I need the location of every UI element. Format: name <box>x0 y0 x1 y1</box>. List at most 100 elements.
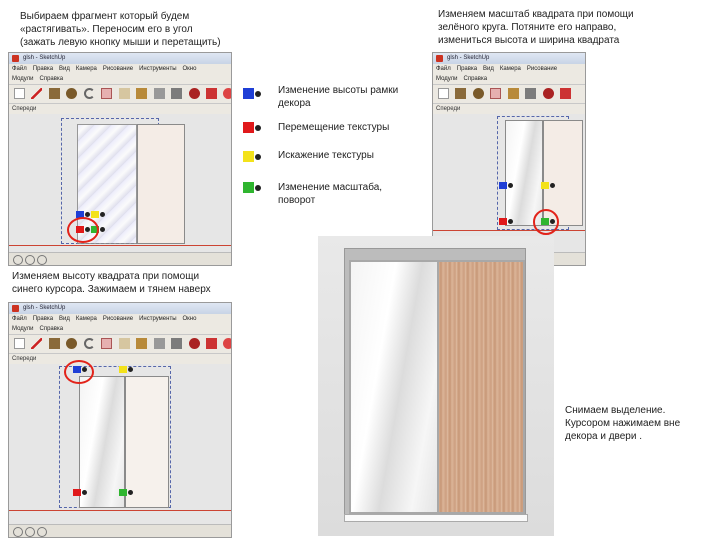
menu-help[interactable]: Справка <box>463 76 488 82</box>
menu-draw[interactable]: Рисование <box>526 66 558 72</box>
arc-tool-icon[interactable] <box>83 338 95 349</box>
menu-file[interactable]: Файл <box>12 66 27 72</box>
pencil-tool-icon[interactable] <box>31 88 43 99</box>
view-label: Спереди <box>12 106 37 112</box>
tape-tool-icon[interactable] <box>118 338 130 349</box>
menu-tools[interactable]: Инструменты <box>139 66 177 72</box>
yellow-pin-icon[interactable] <box>541 182 555 189</box>
scale-tool-icon[interactable] <box>560 88 572 99</box>
rectangle-tool-icon[interactable] <box>48 338 60 349</box>
pencil-tool-icon[interactable] <box>31 338 43 349</box>
sketchup-logo-icon <box>436 55 443 62</box>
menu-edit[interactable]: Правка <box>456 66 478 72</box>
menu-help[interactable]: Справка <box>39 76 64 82</box>
menu-view[interactable]: Вид <box>59 316 70 322</box>
view-label: Спереди <box>12 356 37 362</box>
orbit-tool-icon[interactable] <box>223 88 231 99</box>
menu-window[interactable]: Окно <box>182 66 197 72</box>
menu-tools[interactable]: Инструменты <box>139 316 177 322</box>
menu-edit[interactable]: Правка <box>32 316 54 322</box>
move-tool-icon[interactable] <box>171 88 183 99</box>
door-right <box>543 120 583 226</box>
rectangle-tool-icon[interactable] <box>48 88 60 99</box>
red-pin-icon[interactable] <box>499 218 513 225</box>
window-titlebar: glsh - SketchUp <box>9 53 231 64</box>
menu-view[interactable]: Вид <box>483 66 494 72</box>
sketchup-window-step2: glsh - SketchUp Файл Правка Вид Камера Рисов… <box>432 52 586 266</box>
highlight-circle <box>64 360 94 384</box>
select-tool-icon[interactable] <box>14 338 25 349</box>
scale-tool-icon[interactable] <box>205 88 217 99</box>
menu-bar: Файл Правка Вид Камера Рисование Инструменты О… <box>9 314 231 324</box>
select-tool-icon[interactable] <box>438 88 449 99</box>
legend-blue-swatch <box>243 88 261 99</box>
highlight-circle <box>533 209 559 235</box>
viewport-canvas[interactable] <box>433 114 585 252</box>
eraser-tool-icon[interactable] <box>101 338 113 349</box>
menu-draw[interactable]: Рисование <box>102 316 134 322</box>
menu-draw[interactable]: Рисование <box>102 66 134 72</box>
pushpull-tool-icon[interactable] <box>153 88 165 99</box>
menu-help[interactable]: Справка <box>39 326 64 332</box>
window-titlebar: glsh - SketchUp <box>433 53 585 64</box>
move-tool-icon[interactable] <box>171 338 183 349</box>
menu-view[interactable]: Вид <box>59 66 70 72</box>
tape-tool-icon[interactable] <box>118 88 130 99</box>
move-tool-icon[interactable] <box>525 88 537 99</box>
paint-tool-icon[interactable] <box>136 88 148 99</box>
rectangle-tool-icon[interactable] <box>455 88 467 99</box>
sketchup-logo-icon <box>12 55 19 62</box>
status-info-icon <box>13 255 23 265</box>
menu-file[interactable]: Файл <box>436 66 451 72</box>
menu-plugins[interactable]: Модули <box>436 76 458 82</box>
eraser-tool-icon[interactable] <box>490 88 502 99</box>
status-help-icon <box>25 527 35 537</box>
blue-pin-icon[interactable] <box>76 211 90 218</box>
rotate-tool-icon[interactable] <box>188 338 200 349</box>
viewport-canvas[interactable] <box>9 360 231 524</box>
orbit-tool-icon[interactable] <box>223 338 231 349</box>
menu-plugins[interactable]: Модули <box>12 326 34 332</box>
blue-pin-icon[interactable] <box>499 182 513 189</box>
ground-axis-line <box>433 230 585 231</box>
red-pin-icon[interactable] <box>73 489 87 496</box>
legend-label-move: Перемещение текстуры <box>278 122 390 133</box>
menu-camera[interactable]: Камера <box>499 66 521 72</box>
wardrobe-mirror-door <box>349 260 439 514</box>
toolbar <box>433 84 585 104</box>
pushpull-tool-icon[interactable] <box>153 338 165 349</box>
legend-label-scale: Изменение масштаба,поворот <box>278 182 383 206</box>
select-tool-icon[interactable] <box>14 88 25 99</box>
rotate-tool-icon[interactable] <box>188 88 200 99</box>
yellow-pin-icon[interactable] <box>119 366 133 373</box>
menu-bar-row2: Модули Справка <box>433 74 585 84</box>
status-bar <box>9 252 231 265</box>
menu-edit[interactable]: Правка <box>32 66 54 72</box>
menu-bar: Файл Правка Вид Камера Рисование Инструменты О… <box>9 64 231 74</box>
menu-window[interactable]: Окно <box>182 316 197 322</box>
status-help-icon <box>25 255 35 265</box>
highlight-circle <box>67 217 99 243</box>
menu-camera[interactable]: Камера <box>75 66 97 72</box>
paint-tool-icon[interactable] <box>507 88 519 99</box>
legend-yellow-swatch <box>243 151 261 162</box>
circle-tool-icon[interactable] <box>472 88 484 99</box>
legend-green-swatch <box>243 182 261 193</box>
green-pin-icon[interactable] <box>119 489 133 496</box>
rotate-tool-icon[interactable] <box>542 88 554 99</box>
circle-tool-icon[interactable] <box>66 88 78 99</box>
arc-tool-icon[interactable] <box>83 88 95 99</box>
circle-tool-icon[interactable] <box>66 338 78 349</box>
menu-camera[interactable]: Камера <box>75 316 97 322</box>
viewport-canvas[interactable] <box>9 114 231 252</box>
status-info-icon <box>13 527 23 537</box>
scale-tool-icon[interactable] <box>205 338 217 349</box>
caption-height-blue: Изменяем высоту квадрата при помощи сине… <box>12 271 211 295</box>
yellow-pin-icon[interactable] <box>91 211 105 218</box>
eraser-tool-icon[interactable] <box>101 88 113 99</box>
caption-select-fragment: Выбираем фрагмент который будем «растяги… <box>20 11 221 48</box>
paint-tool-icon[interactable] <box>136 338 148 349</box>
menu-file[interactable]: Файл <box>12 316 27 322</box>
menu-plugins[interactable]: Модули <box>12 76 34 82</box>
